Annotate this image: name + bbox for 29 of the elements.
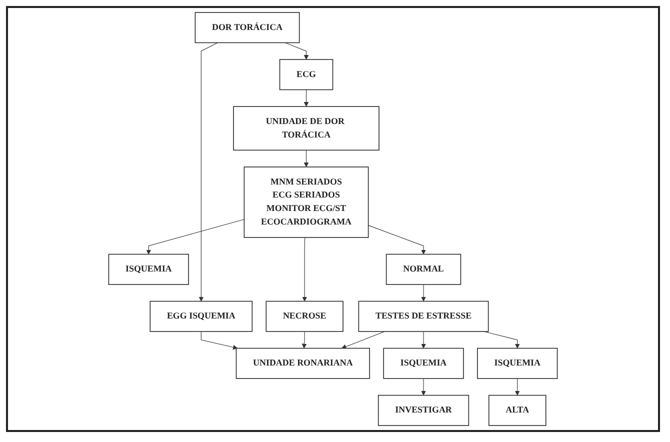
arrow <box>304 150 309 168</box>
arrow <box>484 331 520 348</box>
arrow <box>368 225 426 254</box>
arrow <box>421 331 426 348</box>
node-box: ISQUEMIA <box>477 348 558 379</box>
node-box: NORMAL <box>386 254 462 285</box>
node-box: TESTES DE ESTRESSE <box>358 300 489 332</box>
node-box: MNM SERIADOS ECG SERIADOS MONITOR ECG/ST ECOCARDIOGRAMA <box>244 166 369 238</box>
node-box: EGG ISQUEMIA <box>150 300 253 332</box>
arrow <box>421 284 426 302</box>
arrow <box>302 237 308 302</box>
arrow <box>341 331 386 349</box>
node-box: UNIDADE DE DOR TORÁCICA <box>233 106 380 151</box>
arrow <box>302 331 307 348</box>
node-box: ISQUEMIA <box>383 348 464 379</box>
node-box: ALTA <box>488 394 546 426</box>
node-box: DOR TORÁCICA <box>194 12 300 44</box>
node-box: ISQUEMIA <box>108 254 189 285</box>
arrow <box>304 89 309 107</box>
arrow <box>198 42 218 302</box>
node-box: UNIDADE RONARIANA <box>236 348 370 379</box>
arrow <box>146 219 244 254</box>
node-box: INVESTIGAR <box>378 394 470 426</box>
node-box: ECG <box>279 59 334 90</box>
arrow <box>514 378 520 396</box>
arrow <box>200 331 238 350</box>
arrow <box>284 42 309 60</box>
arrow <box>421 378 426 396</box>
node-box: NECROSE <box>266 300 344 332</box>
